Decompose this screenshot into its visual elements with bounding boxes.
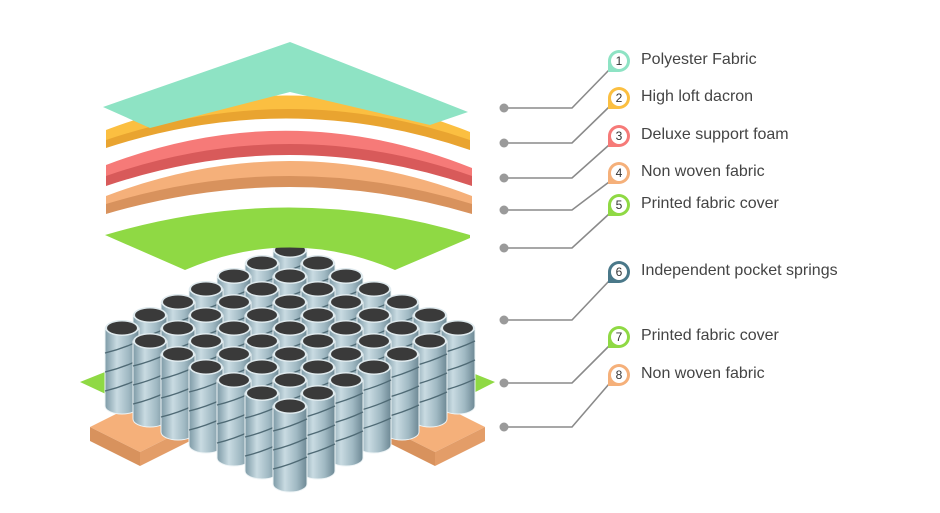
leader-dot [499, 173, 509, 183]
spring-coil [300, 385, 336, 480]
layer-label-3: Deluxe support foam [641, 126, 789, 143]
layer-4-non-woven-fabric [106, 161, 472, 214]
layer-label-2: High loft dacron [641, 88, 754, 105]
badge-number: 6 [611, 264, 627, 280]
layer-label-8: Non woven fabric [641, 365, 765, 382]
leader-path [504, 213, 610, 249]
leader-path [504, 181, 610, 211]
layer-badge-6: 6 [608, 261, 630, 283]
spring-coil [440, 320, 476, 415]
leader-line-2 [499, 106, 610, 148]
spring-coil [272, 398, 308, 493]
layer-label-1: Polyester Fabric [641, 51, 757, 68]
spring-coil [216, 372, 252, 467]
layer-badge-7: 7 [608, 326, 630, 348]
leader-dot [499, 205, 509, 215]
leader-dot [499, 103, 509, 113]
leader-line-5 [499, 213, 610, 253]
leader-dot [499, 315, 509, 325]
leader-line-8 [499, 383, 610, 432]
layer-badge-2: 2 [608, 87, 630, 109]
spring-coil [412, 333, 448, 428]
badge-number: 2 [611, 90, 627, 106]
badge-number: 8 [611, 367, 627, 383]
layer-badge-8: 8 [608, 364, 630, 386]
leader-path [504, 69, 610, 109]
leader-dot [499, 243, 509, 253]
leader-line-7 [499, 345, 610, 388]
leader-path [504, 345, 610, 384]
leader-line-3 [499, 144, 610, 183]
layer-label-7: Printed fabric cover [641, 327, 779, 344]
badge-number: 4 [611, 165, 627, 181]
spring-coil [160, 346, 196, 441]
layer-1-polyester-fabric [103, 42, 468, 128]
leader-path [504, 383, 610, 428]
leader-line-6 [499, 280, 610, 325]
layer-label-5: Printed fabric cover [641, 195, 779, 212]
leader-dot [499, 422, 509, 432]
layer-label-4: Non woven fabric [641, 163, 765, 180]
leader-path [504, 106, 610, 144]
spring-coil [188, 359, 224, 454]
layer-6-pocket-springs [104, 242, 476, 493]
layer-3-deluxe-support-foam [106, 130, 472, 186]
badge-number: 5 [611, 197, 627, 213]
badge-number: 1 [611, 53, 627, 69]
leader-path [504, 144, 610, 179]
leader-dot [499, 378, 509, 388]
leader-lines [499, 69, 610, 432]
spring-coil [384, 346, 420, 441]
layer-badge-1: 1 [608, 50, 630, 72]
spring-coil [104, 320, 140, 415]
leader-line-4 [499, 181, 610, 215]
layer-badge-3: 3 [608, 125, 630, 147]
leader-line-1 [499, 69, 610, 113]
spring-coil [244, 385, 280, 480]
badge-number: 3 [611, 128, 627, 144]
layer-5-printed-fabric-cover [105, 207, 470, 270]
leader-path [504, 280, 610, 321]
layer-badge-4: 4 [608, 162, 630, 184]
layer-badge-5: 5 [608, 194, 630, 216]
layer-label-6: Independent pocket springs [641, 262, 838, 279]
badge-number: 7 [611, 329, 627, 345]
leader-dot [499, 138, 509, 148]
